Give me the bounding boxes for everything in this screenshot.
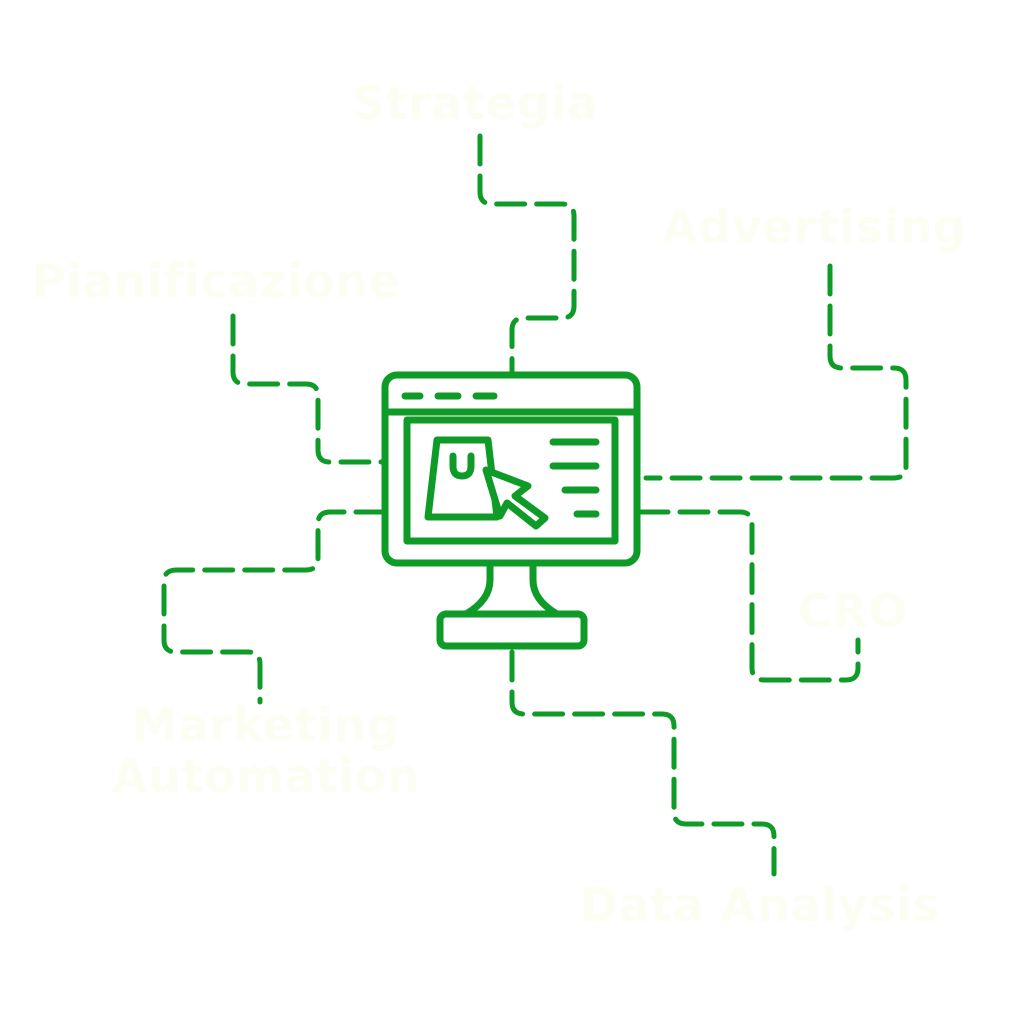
monitor-frame [381, 371, 641, 567]
connector-lines [161, 133, 909, 877]
label-marketing-automation: Marketing Automation [96, 700, 436, 801]
monitor-stand [462, 559, 561, 618]
label-pianificazione-text: Pianificazione [32, 254, 401, 308]
label-pianificazione: Pianificazione [32, 256, 400, 307]
label-advertising: Advertising [662, 202, 966, 253]
monitor-base [436, 610, 588, 650]
connector-cro [637, 509, 861, 683]
label-data-analysis: Data Analysis [580, 880, 940, 931]
connector-strategia [477, 133, 577, 377]
shopping-bag-handle-icon [449, 452, 475, 480]
connector-advertising [643, 263, 909, 481]
label-strategia-text: Strategia [352, 76, 599, 130]
connector-data-analysis [509, 649, 777, 877]
label-marketing-line2: Automation [111, 748, 421, 803]
connector-marketing [161, 509, 387, 705]
text-lines-icon [549, 438, 600, 518]
label-data-analysis-text: Data Analysis [580, 878, 941, 932]
monitor-shopping-cart-icon [381, 371, 641, 650]
monitor-screen [403, 416, 619, 545]
connector-pianificazione [230, 313, 387, 465]
cursor-arrow-icon [482, 466, 549, 530]
label-strategia: Strategia [352, 78, 598, 129]
label-marketing-line1: Marketing [132, 698, 400, 752]
label-cro: CRO [798, 586, 908, 637]
label-cro-text: CRO [798, 584, 908, 638]
label-advertising-text: Advertising [662, 200, 967, 254]
